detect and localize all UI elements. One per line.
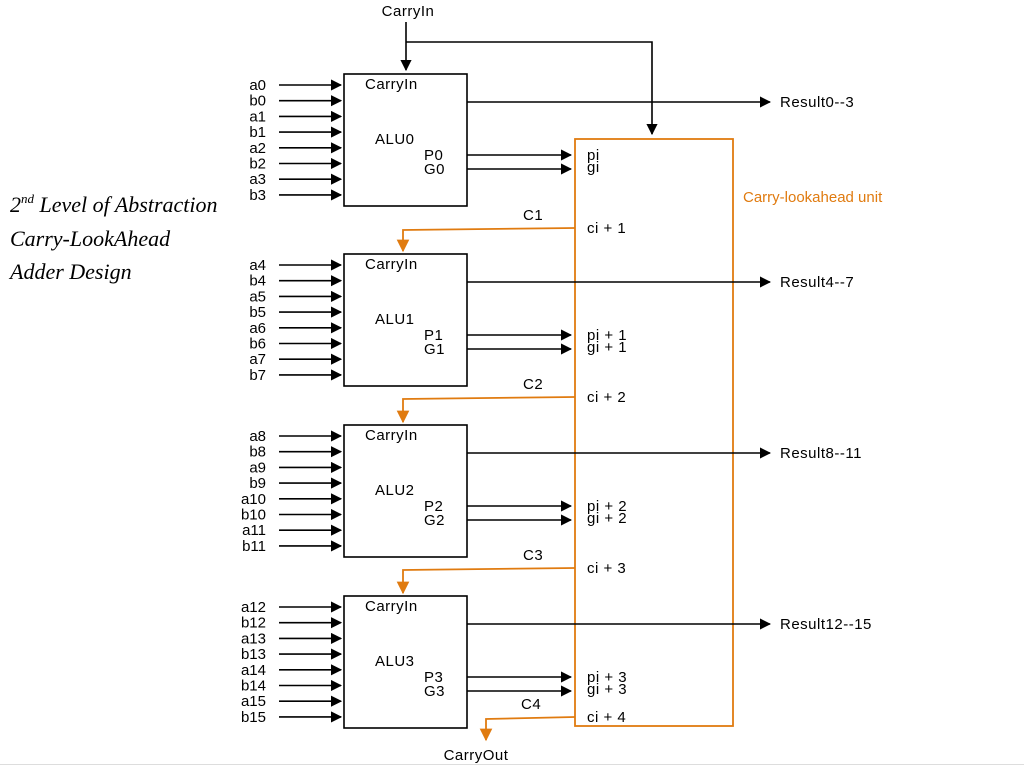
carry-wire-c4 — [479, 716, 576, 742]
alu0-name: ALU0 — [375, 131, 415, 148]
page-title-line1: 2nd Level of Abstraction — [10, 191, 218, 217]
alu1-result-label: Result4--7 — [780, 274, 854, 291]
carry-out-label: CarryOut — [444, 747, 509, 764]
alu3-input-label-a12: a12 — [241, 599, 266, 616]
alu2-input-label-a10: a10 — [241, 491, 266, 508]
carry-label-c4: C4 — [521, 696, 541, 713]
alu0-input-label-a1: a1 — [249, 108, 266, 125]
alu3-input-label-a13: a13 — [241, 630, 266, 647]
cla-gi-label-2: gi + 2 — [587, 510, 627, 527]
alu1-input-label-a7: a7 — [249, 351, 266, 368]
alu2-box — [343, 424, 468, 558]
alu3-result-label: Result12--15 — [780, 616, 872, 633]
alu0-carry-in-label: CarryIn — [365, 76, 418, 93]
alu3-carry-in-label: CarryIn — [365, 598, 418, 615]
alu2-input-label-a9: a9 — [249, 459, 266, 476]
cla-gi-label-1: gi + 1 — [587, 339, 627, 356]
alu1-input-label-b7: b7 — [249, 367, 266, 384]
alu1-input-label-a5: a5 — [249, 288, 266, 305]
alu0-p-label: P0 — [424, 147, 443, 164]
alu0-input-label-a0: a0 — [249, 77, 266, 94]
alu0-input-label-b1: b1 — [249, 124, 266, 141]
alu0-g-label: G0 — [424, 161, 445, 178]
alu1-input-label-b5: b5 — [249, 304, 266, 321]
alu0-input-label-b3: b3 — [249, 187, 266, 204]
alu2-input-label-a11: a11 — [242, 522, 266, 539]
alu3-input-label-a15: a15 — [241, 693, 266, 710]
carry-wire-c3 — [396, 567, 576, 595]
alu1-g-label: G1 — [424, 341, 445, 358]
alu3-input-label-b12: b12 — [241, 615, 266, 632]
cla-ci-label-3: ci + 4 — [587, 709, 626, 726]
alu2-input-label-b9: b9 — [249, 475, 266, 492]
carry-label-c2: C2 — [523, 376, 543, 393]
alu0-input-label-b2: b2 — [249, 156, 266, 173]
alu3-box — [343, 595, 468, 729]
cla-pi-label-1: pi + 1 — [587, 327, 627, 344]
alu2-result-label: Result8--11 — [780, 445, 862, 462]
alu2-input-label-b10: b10 — [241, 507, 266, 524]
alu0-result-label: Result0--3 — [780, 94, 854, 111]
cla-gi-label-3: gi + 3 — [587, 681, 627, 698]
alu1-box — [343, 253, 468, 387]
alu2-carry-in-label: CarryIn — [365, 427, 418, 444]
alu1-p-label: P1 — [424, 327, 443, 344]
carry-wire-c2 — [396, 396, 576, 424]
divider — [0, 764, 1024, 765]
carry-label-c3: C3 — [523, 547, 543, 564]
alu3-p-label: P3 — [424, 669, 443, 686]
carry-label-c1: C1 — [523, 207, 543, 224]
alu2-g-label: G2 — [424, 512, 445, 529]
alu1-input-label-a6: a6 — [249, 320, 266, 337]
alu1-input-label-b4: b4 — [249, 273, 266, 290]
alu1-input-label-a4: a4 — [249, 257, 266, 274]
cla-pi-label-3: pi + 3 — [587, 669, 627, 686]
carry-lookahead-unit-box — [574, 138, 734, 727]
alu2-input-label-a8: a8 — [249, 428, 266, 445]
cla-pi-label-0: pi — [587, 147, 600, 164]
alu2-name: ALU2 — [375, 482, 415, 499]
carry-in-top-label: CarryIn — [382, 3, 435, 20]
alu0-input-label-b0: b0 — [249, 93, 266, 110]
alu1-name: ALU1 — [375, 311, 415, 328]
page-title-line2: Carry-LookAhead — [10, 226, 171, 251]
carry-in-to-cla-wire — [406, 41, 658, 136]
alu0-input-label-a2: a2 — [249, 140, 266, 157]
alu3-g-label: G3 — [424, 683, 445, 700]
alu1-carry-in-label: CarryIn — [365, 256, 418, 273]
cla-ci-label-0: ci + 1 — [587, 220, 626, 237]
cla-gi-label-0: gi — [587, 159, 600, 176]
alu2-p-label: P2 — [424, 498, 443, 515]
cla-pi-label-2: pi + 2 — [587, 498, 627, 515]
alu3-input-label-a14: a14 — [241, 662, 266, 679]
alu3-input-label-b14: b14 — [241, 678, 266, 695]
carry-wire-c1 — [396, 227, 576, 253]
alu0-input-label-a3: a3 — [249, 171, 266, 188]
page-title-line3: Adder Design — [8, 259, 132, 284]
alu3-input-label-b15: b15 — [241, 709, 266, 726]
alu2-input-label-b11: b11 — [242, 538, 266, 555]
alu1-input-label-b6: b6 — [249, 336, 266, 353]
alu3-name: ALU3 — [375, 653, 415, 670]
alu2-input-label-b8: b8 — [249, 444, 266, 461]
cla-ci-label-1: ci + 2 — [587, 389, 626, 406]
alu3-input-label-b13: b13 — [241, 646, 266, 663]
carry-lookahead-unit-label: Carry-lookahead unit — [743, 189, 883, 206]
alu0-box — [343, 73, 468, 207]
cla-ci-label-2: ci + 3 — [587, 560, 626, 577]
